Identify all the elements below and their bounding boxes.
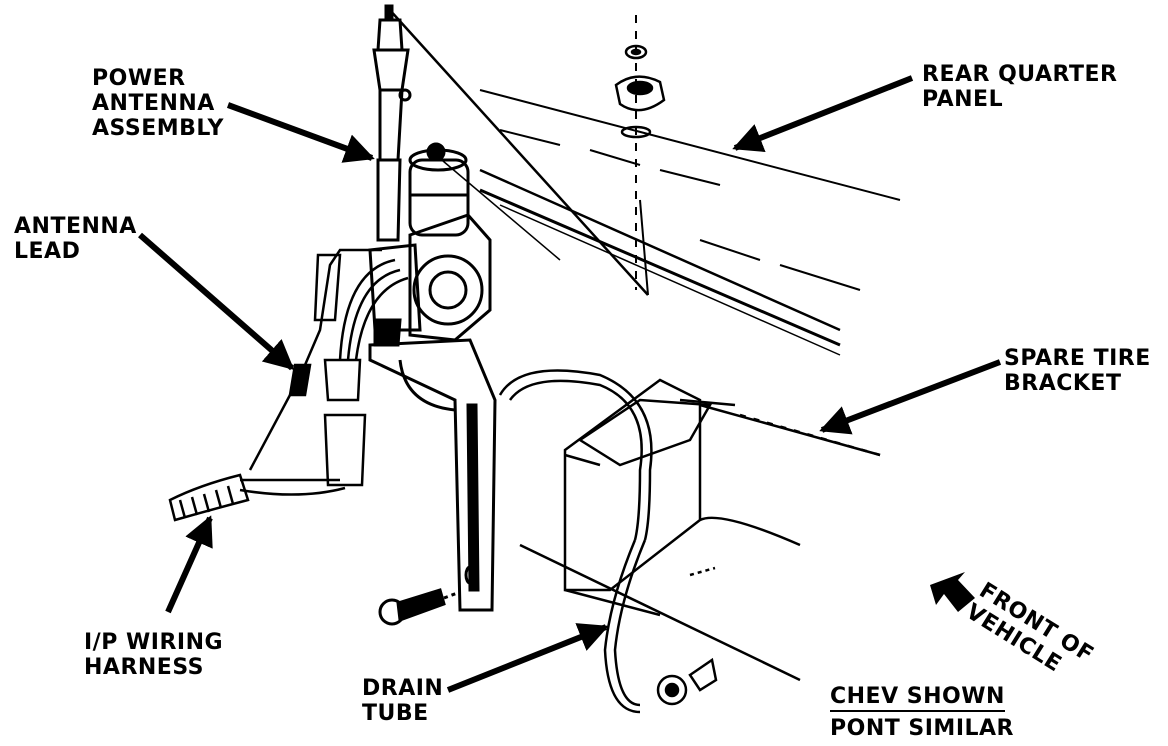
- mounting-bracket-drawing: [368, 338, 497, 612]
- power-antenna-assembly-label: POWER ANTENNA ASSEMBLY: [92, 66, 224, 141]
- ip-wiring-harness-label: I/P WIRING HARNESS: [84, 630, 224, 680]
- chev-shown-label: CHEV SHOWN: [830, 684, 1005, 712]
- leader-arrow: [819, 359, 1002, 435]
- leader-arrow: [138, 232, 295, 371]
- leader-arrow: [165, 515, 213, 614]
- antenna-mast-drawing: [372, 4, 412, 242]
- antenna-lead-label: ANTENNA LEAD: [14, 214, 137, 264]
- rear-quarter-panel-label: REAR QUARTER PANEL: [922, 62, 1118, 112]
- drain-tube-label: DRAIN TUBE: [362, 676, 444, 726]
- spare-tire-bracket-label: SPARE TIRE BRACKET: [1004, 346, 1151, 396]
- leader-arrows: [138, 75, 1002, 693]
- leader-arrow: [226, 102, 375, 163]
- rear-quarter-panel-drawing: [387, 7, 901, 356]
- pont-similar-label: PONT SIMILAR: [830, 716, 1014, 741]
- antenna-motor-drawing: [368, 142, 492, 347]
- spare-tire-bracket-drawing: [498, 369, 881, 714]
- front-direction-arrow: [930, 572, 975, 612]
- grommet-drawing: [614, 15, 666, 290]
- wiring-harness-drawing: [168, 248, 409, 522]
- leader-arrow: [732, 75, 914, 153]
- leader-arrow: [446, 623, 609, 693]
- screw-drawing: [378, 588, 461, 626]
